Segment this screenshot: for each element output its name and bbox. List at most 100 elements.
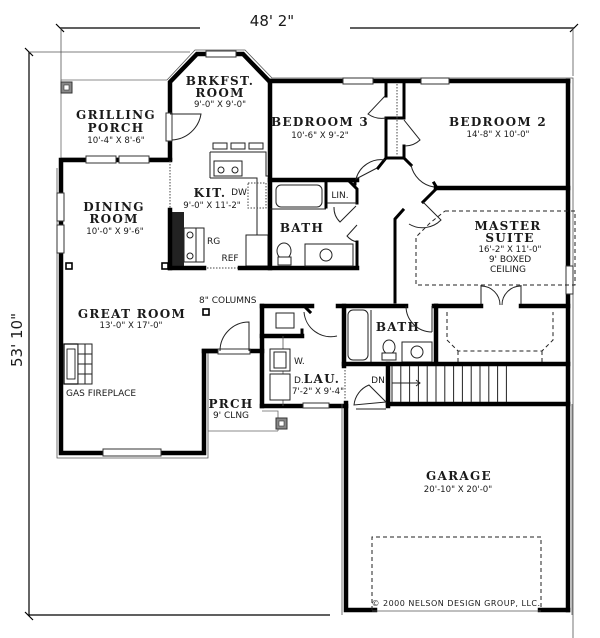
window [302,402,330,409]
range-icon [183,227,197,263]
washer-label: W. [294,357,305,367]
breakfast-room-name-2: ROOM [195,86,244,100]
stair-treads [391,366,507,402]
hearth-tile [77,353,86,365]
window [420,77,450,85]
column-icon [65,262,73,270]
laundry-dimensions: 7'-2" X 9'-4" [292,387,344,397]
hearth-tile [84,373,93,385]
stool-icon [248,142,264,150]
door-swing [403,119,421,147]
kitchen-dimensions: 9'-0" X 11'-2" [183,201,241,211]
hallway [355,159,442,304]
great-room-dimensions: 13'-0" X 17'-0" [100,321,163,331]
dishwasher-label: DW [231,188,247,198]
grilling-porch-dimensions: 10'-4" X 8'-6" [87,136,145,146]
master-suite-name-2: SUITE [485,231,534,245]
windows [56,50,574,457]
vanity-icon [304,243,354,267]
dining-room-name-2: ROOM [89,212,138,226]
window [56,224,65,254]
bedroom-2: BEDROOM 2 14'-8" X 10'-0" [433,115,571,191]
window [102,448,162,457]
columns-label: 8" COLUMNS [199,296,257,306]
hall-bath-name: BATH [280,221,324,235]
water-heater-icon [275,312,295,329]
door-swing [405,305,433,333]
door-swing [333,205,357,223]
hearth [77,343,93,385]
breakfast-room: BRKFST. ROOM 9'-0" X 9'-0" [170,74,264,150]
kitchen-name: KIT. [194,186,227,200]
refrigerator-icon [245,234,269,267]
garage-dimensions: 20'-10" X 20'-0" [424,485,493,495]
bedroom-3: BEDROOM 3 10'-6" X 9'-2" [271,82,421,171]
hearth-tile [84,343,93,355]
refrigerator-label: REF [221,254,238,264]
door-swing [408,201,442,229]
porch-ceiling-note: 9' CLNG [213,411,249,421]
door-swing [367,95,387,119]
porch-name: PRCH [208,397,253,411]
dining-room: DINING ROOM 10'-0" X 9'-6" [65,200,169,270]
window [565,265,574,295]
washer-icon [269,348,291,372]
window [342,77,374,85]
toilet-icon [382,339,396,355]
stool-icon [212,142,228,150]
dining-room-name: DINING [83,200,145,214]
stairs-down-label: DN [371,376,385,386]
window [217,348,251,355]
master-suite: MASTER SUITE 16'-2" X 11'-0" 9' BOXED CE… [415,210,576,365]
overall-width-label: 48' 2" [250,12,294,30]
master-bath: BATH [335,303,571,369]
dining-room-dimensions: 10'-0" X 9'-6" [86,227,144,237]
bedroom-2-dimensions: 14'-8" X 10'-0" [467,130,530,140]
porch: PRCH 9' CLNG [201,321,288,432]
hearth-tile [84,353,93,365]
overall-width-dimension: 48' 2" [55,12,579,82]
hearth-tile [77,373,86,385]
breakfast-room-name: BRKFST. [186,74,254,88]
great-room: GREAT ROOM 13'-0" X 17'-0" 8" COLUMNS GA… [63,296,257,399]
sink-icon [319,248,333,262]
bedroom-2-name: BEDROOM 2 [449,115,547,129]
dryer-icon [269,373,291,401]
window [165,112,173,142]
grilling-porch-name-2: PORCH [88,121,145,135]
bathtub-icon [347,309,369,361]
master-suite-dimensions: 16'-2" X 11'-0" [479,245,542,255]
range-label: RG [207,237,220,247]
door-swing [410,164,435,188]
door-swing [170,113,202,141]
grilling-porch-name: GRILLING [76,108,156,122]
bathtub-icon [275,184,323,208]
window [56,192,65,222]
french-door-swing [480,285,522,306]
door-swing [355,159,386,180]
laundry-name: LAU. [304,372,341,386]
master-suite-ceiling-note: 9' BOXED [489,255,531,265]
garage-name: GARAGE [426,469,492,483]
stool-icon [230,142,246,150]
column-icon [161,262,169,270]
garage-door-outline [371,536,542,610]
dishwasher-icon [247,182,267,209]
bedroom-3-name: BEDROOM 3 [271,115,369,129]
hall-bath: LIN. BATH [267,177,360,270]
window [205,50,237,58]
master-suite-ceiling-note-2: CEILING [490,265,526,275]
laundry: W. D. LAU. 7'-2" X 9'-4" [259,303,349,409]
linen-label: LIN. [331,191,348,201]
hearth-tile [77,363,86,375]
overall-depth-dimension: 53' 10" [8,47,330,621]
fireplace-label: GAS FIREPLACE [66,389,136,399]
window [85,155,117,164]
column-icon [202,308,210,316]
master-suite-name: MASTER [474,219,541,233]
garage: GARAGE 20'-10" X 20'-0" © 2000 NELSON DE… [341,404,573,615]
hearth-tile [77,343,86,355]
breakfast-room-dimensions: 9'-0" X 9'-0" [194,100,246,110]
great-room-name: GREAT ROOM [78,307,186,321]
